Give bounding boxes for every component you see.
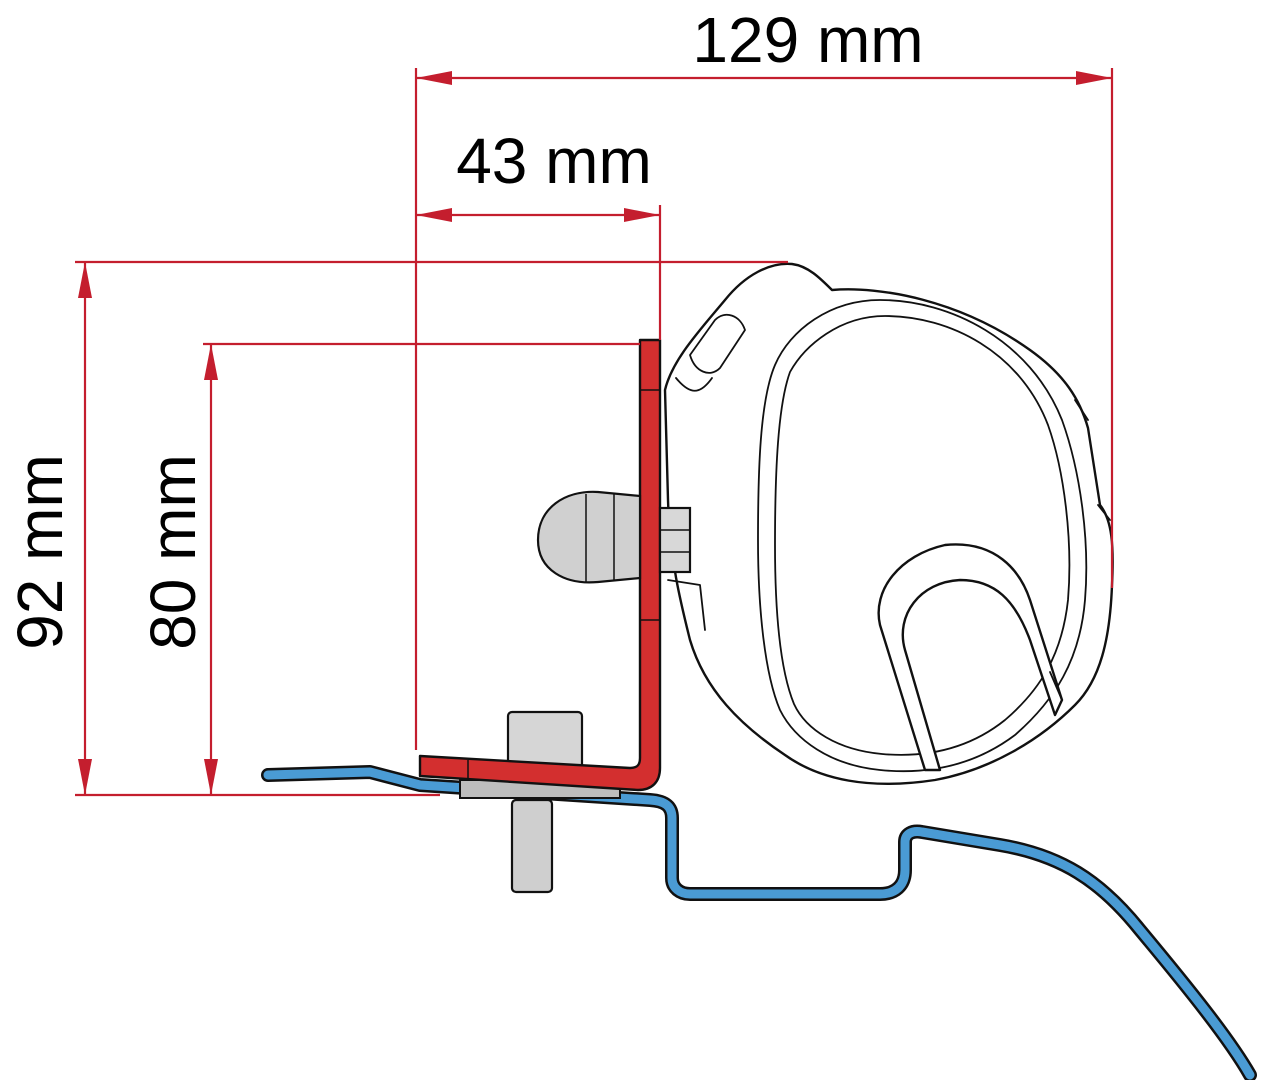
label-width-overall: 129 mm [692,4,923,76]
mounting-bolt [459,710,621,894]
label-width-bracket: 43 mm [456,125,652,197]
label-height-overall: 92 mm [4,454,76,650]
label-height-bracket: 80 mm [137,454,209,650]
vehicle-roof-profile [261,765,1257,1080]
dimension-lines [75,68,1114,797]
side-bolt [536,490,692,584]
awning-housing [663,262,1114,785]
l-bracket [418,338,662,792]
